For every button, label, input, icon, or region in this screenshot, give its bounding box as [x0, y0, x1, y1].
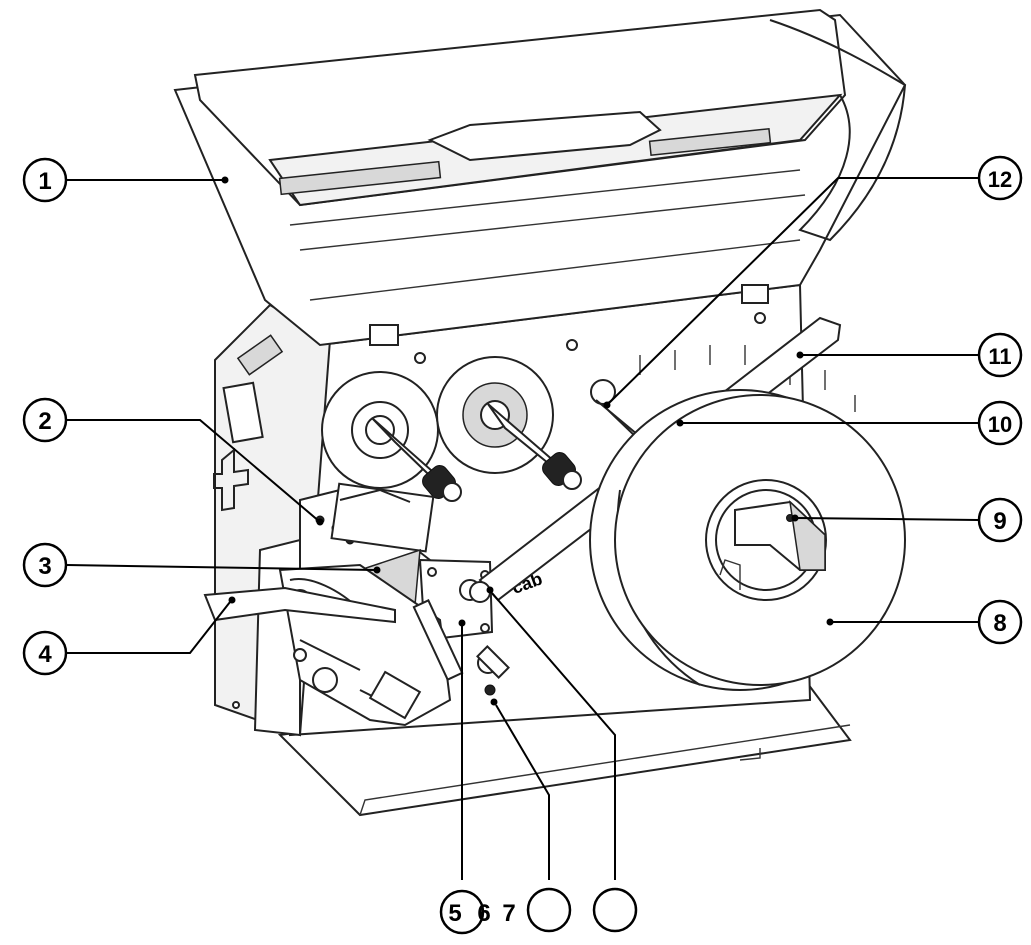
callout-9: 9	[977, 497, 1023, 543]
label-roll	[589, 389, 906, 691]
callout-12: 12	[977, 155, 1023, 201]
callout-5: 5	[439, 889, 485, 935]
empty-callout-circle	[526, 887, 572, 933]
callout-label: 5	[448, 900, 461, 927]
callout-label: 12	[988, 167, 1012, 192]
callout-3: 3	[22, 542, 68, 588]
callout-2: 2	[22, 397, 68, 443]
callout-8: 8	[977, 599, 1023, 645]
callout-label: 6	[477, 900, 490, 927]
callout-4: 4	[22, 630, 68, 676]
callout-label: 2	[38, 408, 51, 435]
callout-10: 10	[977, 400, 1023, 446]
callout-6: 6	[477, 900, 490, 927]
callout-label: 1	[38, 168, 51, 195]
callout-label: 9	[993, 508, 1006, 535]
leader-lines	[66, 176, 979, 880]
callout-label: 10	[988, 412, 1012, 437]
callout-label: 11	[988, 344, 1011, 369]
empty-callout-circle	[592, 887, 638, 933]
callout-label: 8	[993, 610, 1006, 637]
callout-label: 3	[38, 553, 51, 580]
callout-1: 1	[22, 157, 68, 203]
ribbon-supply-roll	[321, 371, 462, 502]
callout-label: 7	[502, 900, 515, 927]
callout-7: 7	[502, 900, 515, 927]
cover	[173, 8, 907, 347]
callout-label: 4	[38, 641, 52, 668]
ribbon-takeup-roll	[436, 356, 582, 490]
callout-11: 11	[977, 332, 1023, 378]
